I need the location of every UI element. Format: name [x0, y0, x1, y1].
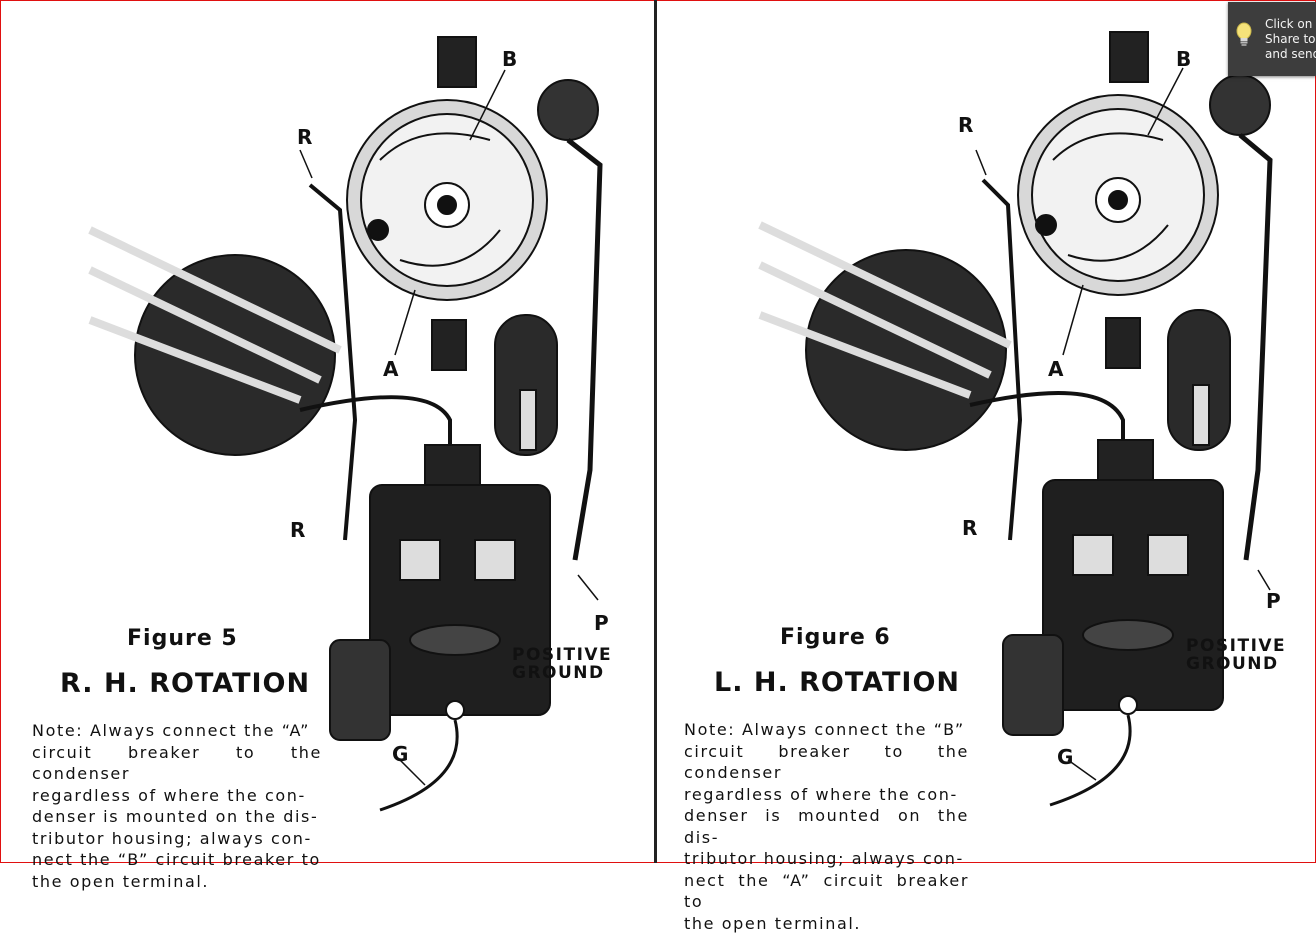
- tooltip-line: and send: [1265, 47, 1316, 62]
- tooltip-text: Click on C Share to c and send: [1265, 17, 1316, 62]
- positive-text: POSITIVE: [1186, 637, 1286, 655]
- tooltip-line: Share to c: [1265, 32, 1316, 47]
- figure-title: Figure 5: [127, 626, 238, 651]
- label-b: B: [1176, 47, 1191, 71]
- note-text: Note: Always connect the “B” circuit bre…: [684, 719, 969, 934]
- note-line: circuit breaker to the condenser: [32, 742, 322, 785]
- figure-title: Figure 6: [780, 625, 891, 650]
- ground-text: GROUND: [512, 664, 612, 682]
- label-a: A: [383, 357, 398, 381]
- positive-ground-label: POSITIVE GROUND: [1186, 637, 1286, 673]
- rotation-title: R. H. ROTATION: [60, 668, 310, 699]
- label-r-bottom: R: [962, 516, 977, 540]
- note-line: regardless of where the con-: [684, 784, 969, 806]
- note-line: regardless of where the con-: [32, 785, 322, 807]
- figure-5-panel: B R A R P G POSITIVE GROUND Figure 5 R. …: [0, 0, 652, 863]
- label-a: A: [1048, 357, 1063, 381]
- note-line: the open terminal.: [32, 871, 322, 893]
- note-line: Note: Always connect the “A”: [32, 720, 322, 742]
- note-line: Note: Always connect the “B”: [684, 719, 969, 741]
- note-line: nect the “B” circuit breaker to: [32, 849, 322, 871]
- rotation-title: L. H. ROTATION: [714, 667, 960, 698]
- page-divider: [654, 0, 657, 863]
- label-g: G: [1057, 745, 1073, 769]
- label-r-bottom: R: [290, 518, 305, 542]
- lightbulb-icon: [1236, 22, 1252, 48]
- positive-text: POSITIVE: [512, 646, 612, 664]
- positive-ground-label: POSITIVE GROUND: [512, 646, 612, 682]
- label-r-top: R: [297, 125, 312, 149]
- label-g: G: [392, 742, 408, 766]
- note-line: nect the “A” circuit breaker to: [684, 870, 969, 913]
- figure-6-panel: B R A R P G POSITIVE GROUND Figure 6 L. …: [658, 0, 1314, 863]
- ground-text: GROUND: [1186, 655, 1286, 673]
- label-p: P: [594, 611, 609, 635]
- note-line: the open terminal.: [684, 913, 969, 934]
- note-text: Note: Always connect the “A” circuit bre…: [32, 720, 322, 892]
- label-r-top: R: [958, 113, 973, 137]
- tooltip-line: Click on C: [1265, 17, 1316, 32]
- note-line: tributor housing; always con-: [684, 848, 969, 870]
- note-line: denser is mounted on the dis-: [684, 805, 969, 848]
- note-line: tributor housing; always con-: [32, 828, 322, 850]
- note-line: denser is mounted on the dis-: [32, 806, 322, 828]
- note-line: circuit breaker to the condenser: [684, 741, 969, 784]
- share-tooltip[interactable]: Click on C Share to c and send: [1228, 2, 1316, 76]
- label-b: B: [502, 47, 517, 71]
- label-p: P: [1266, 589, 1281, 613]
